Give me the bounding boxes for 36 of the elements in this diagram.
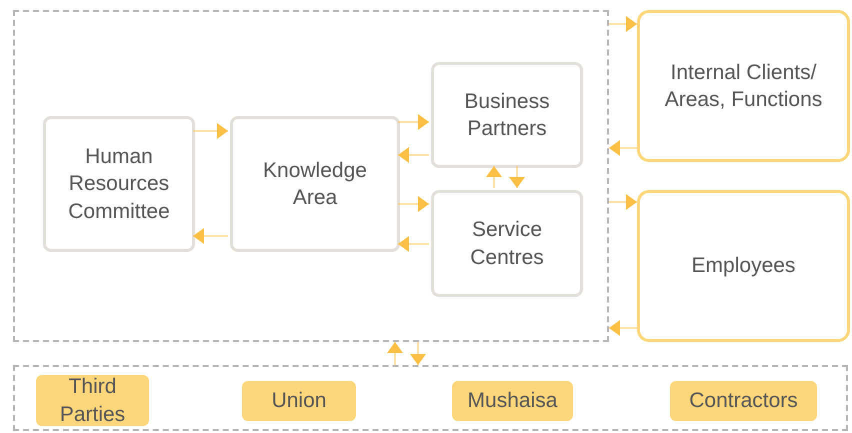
entity-box (637, 190, 850, 342)
flow-arrow (609, 140, 637, 156)
entity-box (36, 375, 149, 426)
node-label: Business Partners (463, 88, 551, 142)
flow-arrow (398, 196, 429, 212)
node-label: Contractors (688, 388, 799, 414)
flow-arrow (398, 147, 429, 163)
flow-arrow (609, 194, 637, 210)
flow-arrow (509, 166, 525, 188)
node-label: Service Centres (469, 217, 545, 270)
flow-arrow (398, 236, 429, 252)
entity-box (431, 190, 583, 297)
dashed-group-frame (13, 365, 848, 431)
flow-arrow (193, 228, 228, 244)
dashed-group-frame (13, 10, 609, 342)
entity-box (43, 116, 195, 252)
entity-box (242, 381, 356, 421)
flow-arrow (410, 342, 426, 365)
node-label: Union (270, 388, 328, 414)
node-label: Human Resources Committee (67, 144, 171, 225)
flow-arrow (398, 114, 429, 130)
flow-arrow (193, 123, 228, 139)
flow-arrow (609, 320, 637, 336)
node-label: Employees (690, 253, 796, 280)
entity-box (637, 10, 850, 162)
flow-arrow (387, 342, 403, 365)
entity-box (230, 116, 400, 252)
entity-box (670, 381, 817, 421)
flow-arrow (486, 166, 502, 188)
node-label: Knowledge Area (262, 158, 368, 211)
entity-box (431, 62, 583, 168)
node-label: Third Parties (58, 374, 126, 428)
node-label: Internal Clients/ Areas, Functions (664, 60, 824, 113)
entity-box (452, 381, 573, 421)
node-label: Mushaisa (466, 388, 558, 414)
flow-arrow (609, 16, 637, 32)
